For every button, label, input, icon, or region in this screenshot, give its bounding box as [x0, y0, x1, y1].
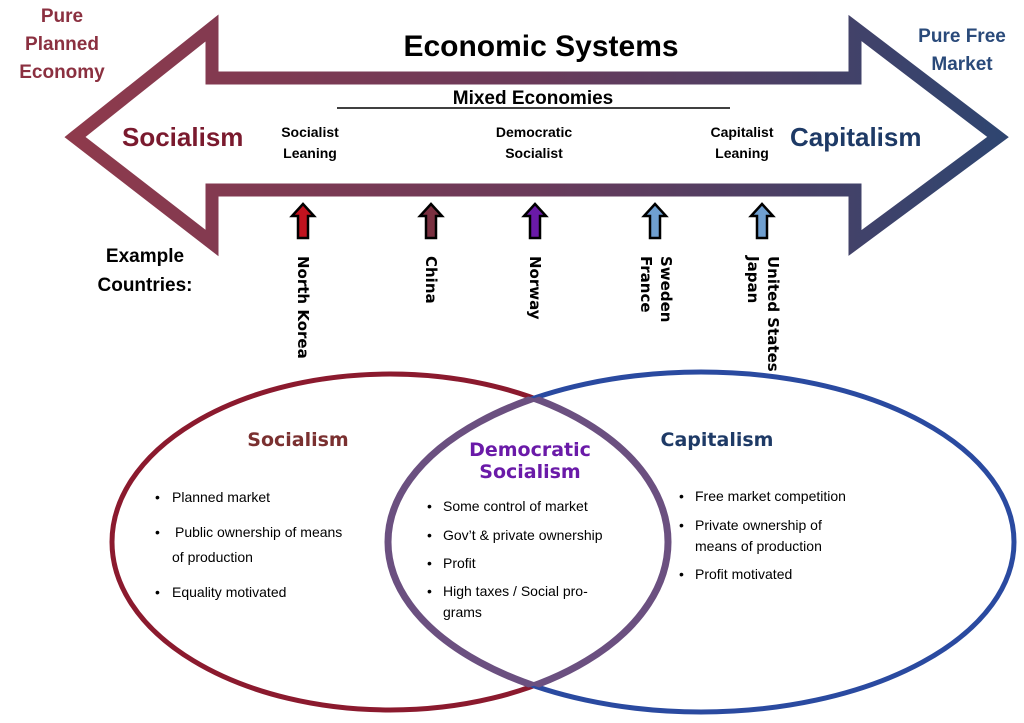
democratic-socialist-1: Democratic: [496, 124, 572, 140]
pure-free-line1: Pure Free: [918, 26, 1006, 47]
country-label: China: [422, 256, 440, 304]
socialism-item: Equality motivated: [172, 584, 286, 600]
capitalist-leaning-2: Leaning: [715, 145, 769, 161]
pure-free-line2: Market: [931, 54, 993, 75]
bullet: •: [155, 584, 160, 600]
venn-socialism-title: Socialism: [247, 429, 348, 451]
country-arrow-icon: [521, 202, 549, 240]
bullet: •: [427, 583, 432, 599]
venn-democratic-title-1: Democratic: [469, 439, 591, 461]
democratic-socialist-2: Socialist: [505, 145, 563, 161]
capitalism-item: Private ownership of: [695, 517, 822, 533]
country-label: Norway: [526, 256, 544, 320]
democratic-item: Gov’t & private ownership: [443, 527, 603, 543]
socialism-label: Socialism: [122, 122, 243, 152]
democratic-item: Profit: [443, 555, 476, 571]
bullet: •: [679, 517, 684, 533]
pure-planned-line1: Pure: [41, 6, 83, 27]
bullet: •: [155, 524, 160, 540]
country-label: North Korea: [294, 256, 312, 359]
bullet: •: [427, 527, 432, 543]
bullet: •: [679, 566, 684, 582]
country-arrow-icon: [417, 202, 445, 240]
country-label: France: [637, 256, 655, 313]
socialist-leaning-1: Socialist: [281, 124, 339, 140]
socialism-item: of production: [172, 549, 253, 565]
country-label: Japan: [744, 255, 762, 303]
bullet: •: [427, 498, 432, 514]
country-arrow-icon: [289, 202, 317, 240]
capitalist-leaning-1: Capitalist: [710, 124, 773, 140]
double-arrow: [64, 14, 1009, 257]
pure-planned-line3: Economy: [19, 62, 105, 83]
country-arrow-icon: [641, 202, 669, 240]
capitalism-item: Profit motivated: [695, 566, 792, 582]
bullet: •: [679, 488, 684, 504]
example-countries-2: Countries:: [98, 275, 193, 296]
capitalism-label: Capitalism: [790, 122, 922, 152]
socialism-item: Public ownership of means: [175, 524, 342, 540]
capitalism-item: Free market competition: [695, 488, 846, 504]
venn-democratic-title-2: Socialism: [479, 461, 580, 483]
mixed-economies-title: Mixed Economies: [453, 88, 614, 109]
democratic-item: High taxes / Social pro-: [443, 583, 588, 599]
country-label: Sweden: [657, 256, 675, 322]
venn-capitalism-title: Capitalism: [661, 429, 774, 451]
democratic-item: grams: [443, 604, 482, 620]
capitalism-item: means of production: [695, 538, 822, 554]
bullet: •: [155, 489, 160, 505]
bullet: •: [427, 555, 432, 571]
country-arrow-icon: [748, 202, 776, 240]
socialism-item: Planned market: [172, 489, 270, 505]
pure-planned-line2: Planned: [25, 34, 99, 55]
diagram-title: Economic Systems: [403, 30, 678, 63]
example-countries-1: Example: [106, 246, 184, 267]
country-label: United States: [764, 256, 782, 372]
democratic-item: Some control of market: [443, 498, 588, 514]
socialist-leaning-2: Leaning: [283, 145, 337, 161]
